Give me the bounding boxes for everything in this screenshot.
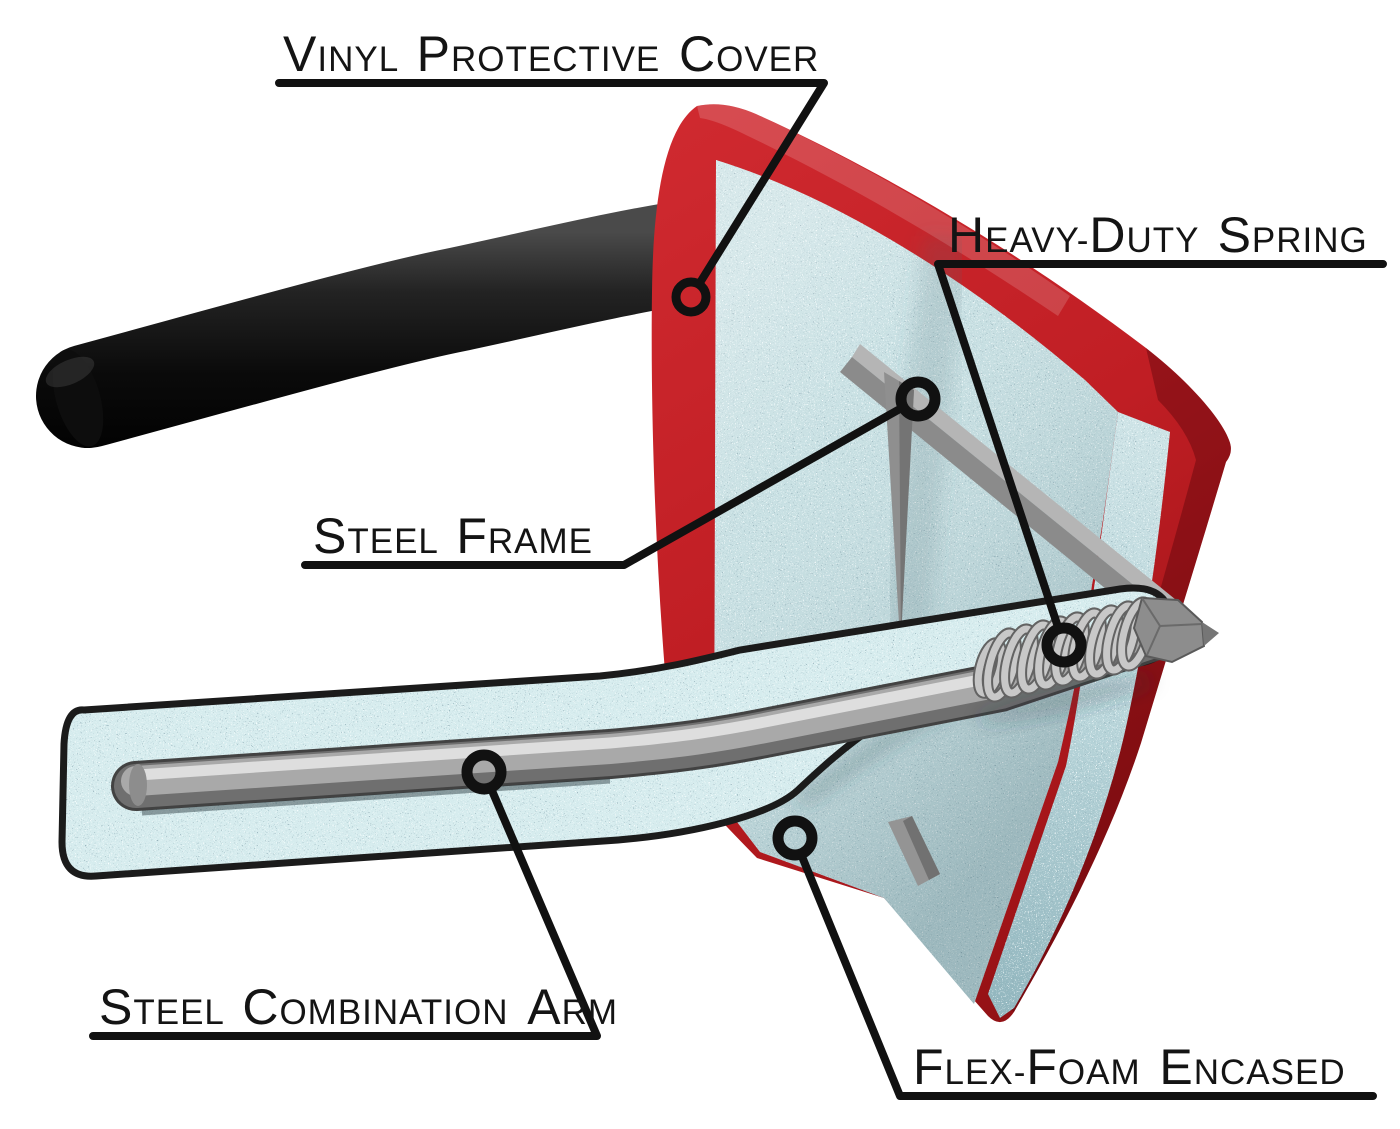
foam-face-crease	[883, 235, 969, 638]
spring-shadow	[975, 676, 1155, 724]
frame-lower-block-shade	[903, 816, 940, 880]
handle-end-cap	[52, 349, 104, 447]
label-steel-frame: Steel Frame	[313, 508, 594, 564]
rod-end-cap	[129, 764, 147, 806]
label-heavy-duty-spring: Heavy-Duty Spring	[948, 207, 1368, 263]
callout-annotations	[89, 79, 1387, 1100]
label-vinyl-protective-cover: Vinyl Protective Cover	[283, 26, 820, 82]
vinyl-cover-edge-shade	[998, 348, 1231, 1012]
leader-vinyl	[275, 79, 828, 285]
rod-groove-shadow	[141, 778, 611, 816]
frame-bar-top	[852, 344, 1186, 621]
combination-arm	[58, 584, 1176, 880]
callout-steel-frame	[301, 376, 941, 569]
leader-frame	[301, 406, 902, 569]
ring-foam	[772, 815, 818, 861]
leader-spring	[934, 260, 1387, 628]
callout-vinyl-cover	[275, 79, 828, 317]
spring-bolt-tip	[1132, 596, 1219, 664]
steel-frame	[840, 344, 1186, 886]
frame-bar-front	[840, 357, 1178, 638]
label-steel-combination-arm: Steel Combination Arm	[99, 979, 619, 1035]
leader-arm	[89, 789, 601, 1040]
rod-highlight	[132, 621, 1154, 781]
frame-spike-shade	[899, 381, 914, 638]
arm-steel-rod	[111, 612, 1175, 816]
ring-frame	[895, 376, 941, 422]
callout-combination-arm	[89, 749, 601, 1040]
callout-flex-foam	[772, 815, 1377, 1100]
ring-vinyl	[671, 277, 711, 317]
label-flex-foam-encased: Flex-Foam Encased	[913, 1039, 1346, 1095]
spring-bolt-nose	[1202, 622, 1219, 646]
leader-foam	[799, 855, 1377, 1100]
handle	[36, 198, 752, 448]
callout-heavy-duty-spring	[934, 260, 1387, 668]
handle-end-highlight	[45, 356, 95, 388]
ring-arm	[461, 749, 507, 795]
handle-tube	[36, 198, 752, 448]
ring-spring	[1041, 622, 1087, 668]
rod-mid	[121, 617, 1165, 796]
